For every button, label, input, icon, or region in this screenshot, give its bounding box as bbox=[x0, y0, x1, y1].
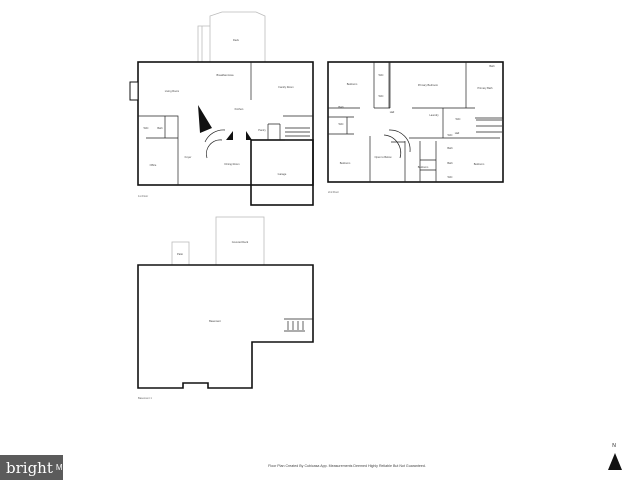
floor-plan-credit: Floor Plan Created By Cubicasa App. Meas… bbox=[268, 464, 426, 468]
room-label: WIC bbox=[378, 73, 383, 77]
room-label: Primary Bedroom bbox=[418, 83, 438, 87]
second-floor-walls bbox=[327, 61, 504, 183]
north-label: N bbox=[612, 443, 616, 449]
room-label: Dining Room bbox=[225, 162, 240, 166]
first-floor-interior-walls bbox=[138, 62, 313, 185]
room-label: Bedroom bbox=[340, 161, 351, 165]
room-label: Deck bbox=[233, 38, 240, 42]
room-label: Foyer bbox=[185, 155, 192, 159]
north-arrow-icon bbox=[608, 453, 622, 470]
staircase bbox=[383, 129, 411, 159]
room-label: Bath bbox=[489, 64, 495, 68]
room-label: Breakfast Area bbox=[216, 73, 234, 77]
room-label: Open to Below bbox=[374, 155, 391, 159]
room-label: Garage bbox=[278, 172, 287, 176]
basement-plan: Patio Covered Deck Basement Basement 1 bbox=[137, 216, 314, 400]
garage-walls bbox=[250, 139, 314, 206]
room-label: Office bbox=[150, 163, 157, 167]
floor-name: 1st Floor bbox=[138, 194, 148, 198]
staircase bbox=[204, 129, 226, 159]
logo-text: bright bbox=[6, 458, 53, 477]
floor-name: Basement 1 bbox=[138, 396, 152, 400]
room-label: Patio bbox=[177, 252, 183, 256]
first-floor-plan: Deck Breakfast Area Living Room Family R… bbox=[129, 11, 314, 206]
room-label: WIC bbox=[455, 117, 460, 121]
room-label: Family Room bbox=[278, 85, 293, 89]
stairs bbox=[476, 119, 502, 133]
basement-walls bbox=[137, 264, 314, 389]
room-label: Laundry bbox=[429, 113, 439, 117]
first-floor-walls bbox=[137, 61, 314, 186]
room-label: Bedroom bbox=[347, 82, 358, 86]
room-label: Pantry bbox=[258, 128, 266, 132]
room-label: WIC bbox=[447, 133, 452, 137]
fireplace bbox=[129, 81, 139, 101]
room-label: Hall bbox=[390, 110, 395, 114]
room-label: Primary Bath bbox=[478, 86, 494, 90]
room-label: Bedroom bbox=[418, 165, 429, 169]
second-floor-plan: Bedroom WIC Primary Bedroom Primary Bath… bbox=[327, 61, 504, 194]
room-label: Bath bbox=[447, 146, 453, 150]
room-label: Bath bbox=[157, 126, 163, 130]
basement-stairs bbox=[284, 318, 313, 332]
room-label: Living Room bbox=[165, 89, 179, 93]
room-label: Bedroom bbox=[474, 162, 485, 166]
room-label: Kitchen bbox=[235, 107, 244, 111]
room-label: WIC bbox=[447, 175, 452, 179]
room-label: WIC bbox=[143, 126, 148, 130]
room-label: Bath bbox=[338, 105, 344, 109]
room-label: Covered Deck bbox=[232, 240, 249, 244]
room-label: WIC bbox=[338, 122, 343, 126]
second-floor-interior-walls bbox=[328, 62, 503, 182]
logo-suffix: MLS bbox=[55, 463, 74, 472]
room-label: Hall bbox=[455, 131, 460, 135]
floor-name: 2nd Floor bbox=[328, 190, 339, 194]
room-label: Bath bbox=[447, 161, 453, 165]
deck-outline bbox=[197, 11, 266, 62]
room-label: WIC bbox=[378, 94, 383, 98]
wall-column bbox=[198, 105, 252, 140]
bright-mls-logo: bright MLS bbox=[0, 455, 73, 480]
garage-stairs bbox=[285, 127, 310, 141]
room-label: Basement bbox=[209, 319, 221, 323]
